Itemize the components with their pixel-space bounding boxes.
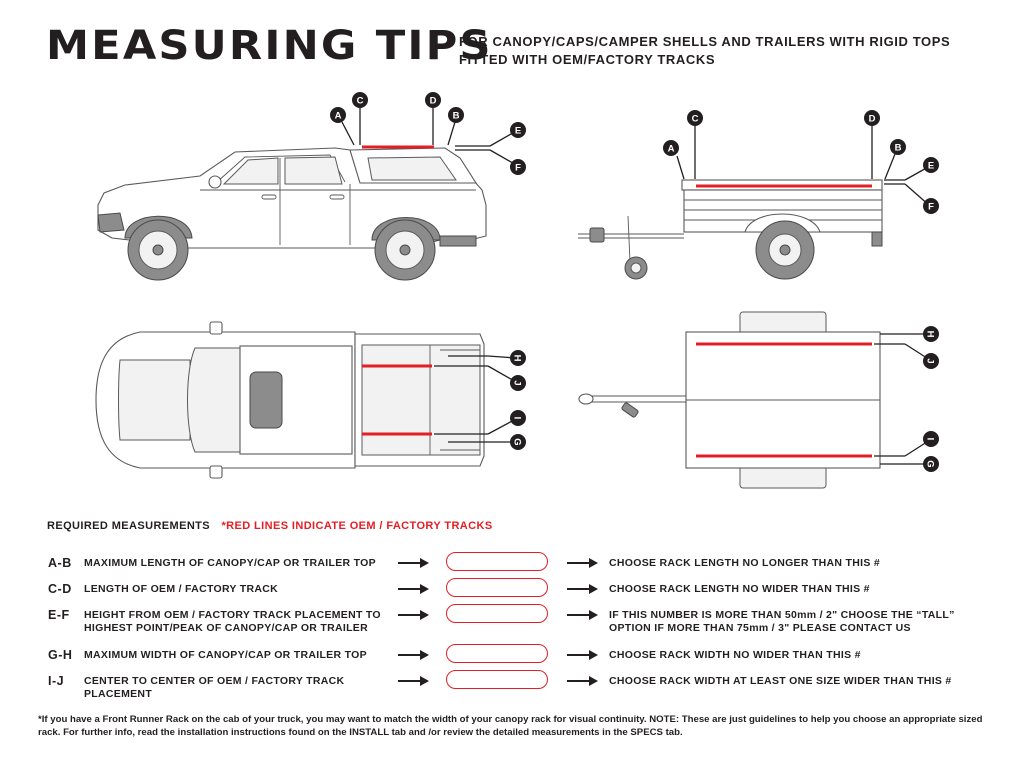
badge-d-trailer: D — [864, 110, 880, 126]
badge-j-truck: J — [510, 375, 526, 391]
svg-text:G: G — [512, 438, 523, 445]
red-lines-note: *RED LINES INDICATE OEM / FACTORY TRACKS — [221, 520, 493, 532]
svg-text:E: E — [515, 126, 521, 137]
measurement-description: LENGTH OF OEM / FACTORY TRACK — [84, 583, 279, 595]
badge-a-trailer: A — [663, 140, 679, 156]
measurement-result: CHOOSE RACK WIDTH NO WIDER THAN THIS # — [609, 649, 861, 661]
measurement-code: G-H — [48, 648, 73, 662]
truck-side-view — [97, 145, 487, 281]
measurement-description: MAXIMUM WIDTH OF CANOPY/CAP OR TRAILER T… — [84, 649, 367, 661]
badge-c-truck: C — [352, 92, 368, 108]
svg-text:B: B — [895, 143, 902, 154]
measurement-input-box[interactable] — [446, 552, 548, 571]
svg-text:G: G — [925, 460, 936, 467]
arrow-right-icon — [567, 650, 598, 660]
arrow-right-icon — [398, 676, 429, 686]
measurement-description: MAXIMUM LENGTH OF CANOPY/CAP OR TRAILER … — [84, 557, 376, 569]
svg-text:F: F — [928, 202, 934, 213]
badge-i-trailer: I — [923, 431, 939, 447]
measurement-input-box[interactable] — [446, 604, 548, 623]
svg-text:F: F — [515, 163, 521, 174]
measurement-input-box[interactable] — [446, 578, 548, 597]
badge-c-trailer: C — [687, 110, 703, 126]
measurement-code: A-B — [48, 556, 72, 570]
badge-a-truck: A — [330, 107, 346, 123]
arrow-right-icon — [567, 610, 598, 620]
truck-side-callouts — [341, 108, 519, 167]
measurement-result: IF THIS NUMBER IS MORE THAN 50mm / 2" CH… — [609, 609, 955, 634]
arrow-right-icon — [567, 676, 598, 686]
svg-text:D: D — [869, 114, 876, 125]
measurement-row-e-f: E-F HEIGHT FROM OEM / FACTORY TRACK PLAC… — [0, 604, 1024, 638]
measurement-result: CHOOSE RACK LENGTH NO LONGER THAN THIS # — [609, 557, 881, 569]
trailer-top-callouts — [874, 333, 931, 465]
arrow-right-icon — [398, 650, 429, 660]
badge-e-trailer: E — [923, 157, 939, 173]
svg-text:C: C — [357, 96, 364, 107]
arrow-right-icon — [398, 558, 429, 568]
svg-text:E: E — [928, 161, 934, 172]
measurement-result: CHOOSE RACK WIDTH AT LEAST ONE SIZE WIDE… — [609, 675, 952, 687]
svg-text:C: C — [692, 114, 699, 125]
badge-f-truck: F — [510, 159, 526, 175]
svg-text:J: J — [925, 358, 936, 363]
badge-e-truck: E — [510, 122, 526, 138]
measurement-code: C-D — [48, 582, 72, 596]
svg-text:H: H — [925, 331, 936, 338]
svg-text:A: A — [668, 144, 675, 155]
footnote: *If you have a Front Runner Rack on the … — [38, 714, 983, 738]
svg-text:I: I — [512, 417, 523, 420]
arrow-right-icon — [398, 584, 429, 594]
measurement-row-g-h: G-H MAXIMUM WIDTH OF CANOPY/CAP OR TRAIL… — [0, 644, 1024, 678]
diagram-illustrations: .o { fill:#ffffff; stroke:#5a5a5a; strok… — [95, 92, 939, 489]
badge-g-trailer: G — [923, 456, 939, 472]
measurement-result: CHOOSE RACK LENGTH NO WIDER THAN THIS # — [609, 583, 870, 595]
arrow-right-icon — [398, 610, 429, 620]
badge-i-truck: I — [510, 410, 526, 426]
badge-b-truck: B — [448, 107, 464, 123]
svg-text:J: J — [512, 380, 523, 385]
svg-text:B: B — [453, 111, 460, 122]
arrow-right-icon — [567, 558, 598, 568]
measurement-description: HEIGHT FROM OEM / FACTORY TRACK PLACEMEN… — [84, 609, 381, 634]
measurement-row-c-d: C-D LENGTH OF OEM / FACTORY TRACK CHOOSE… — [0, 578, 1024, 612]
trailer-side-view — [578, 179, 883, 280]
badge-h-truck: H — [510, 350, 526, 366]
measurement-row-i-j: I-J CENTER TO CENTER OF OEM / FACTORY TR… — [0, 670, 1024, 704]
svg-text:I: I — [925, 438, 936, 441]
required-measurements-heading: REQUIRED MEASUREMENTS *RED LINES INDICAT… — [47, 520, 493, 532]
svg-text:H: H — [512, 355, 523, 362]
badge-d-truck: D — [425, 92, 441, 108]
measurement-input-box[interactable] — [446, 670, 548, 689]
badge-f-trailer: F — [923, 198, 939, 214]
svg-text:A: A — [335, 111, 342, 122]
svg-text:D: D — [430, 96, 437, 107]
measurement-code: E-F — [48, 608, 70, 622]
measurement-code: I-J — [48, 674, 65, 688]
truck-top-view — [95, 321, 485, 479]
page-title: MEASURING TIPS — [46, 23, 493, 69]
badge-h-trailer: H — [923, 326, 939, 342]
trailer-top-view — [578, 311, 881, 489]
page-subtitle: FOR CANOPY/CAPS/CAMPER SHELLS AND TRAILE… — [459, 34, 951, 67]
required-heading-text: REQUIRED MEASUREMENTS — [47, 520, 211, 532]
measurement-input-box[interactable] — [446, 644, 548, 663]
badge-g-truck: G — [510, 434, 526, 450]
arrow-right-icon — [567, 584, 598, 594]
measurement-row-a-b: A-B MAXIMUM LENGTH OF CANOPY/CAP OR TRAI… — [0, 552, 1024, 586]
badge-j-trailer: J — [923, 353, 939, 369]
measurement-description: CENTER TO CENTER OF OEM / FACTORY TRACK … — [84, 675, 345, 700]
badge-b-trailer: B — [890, 139, 906, 155]
